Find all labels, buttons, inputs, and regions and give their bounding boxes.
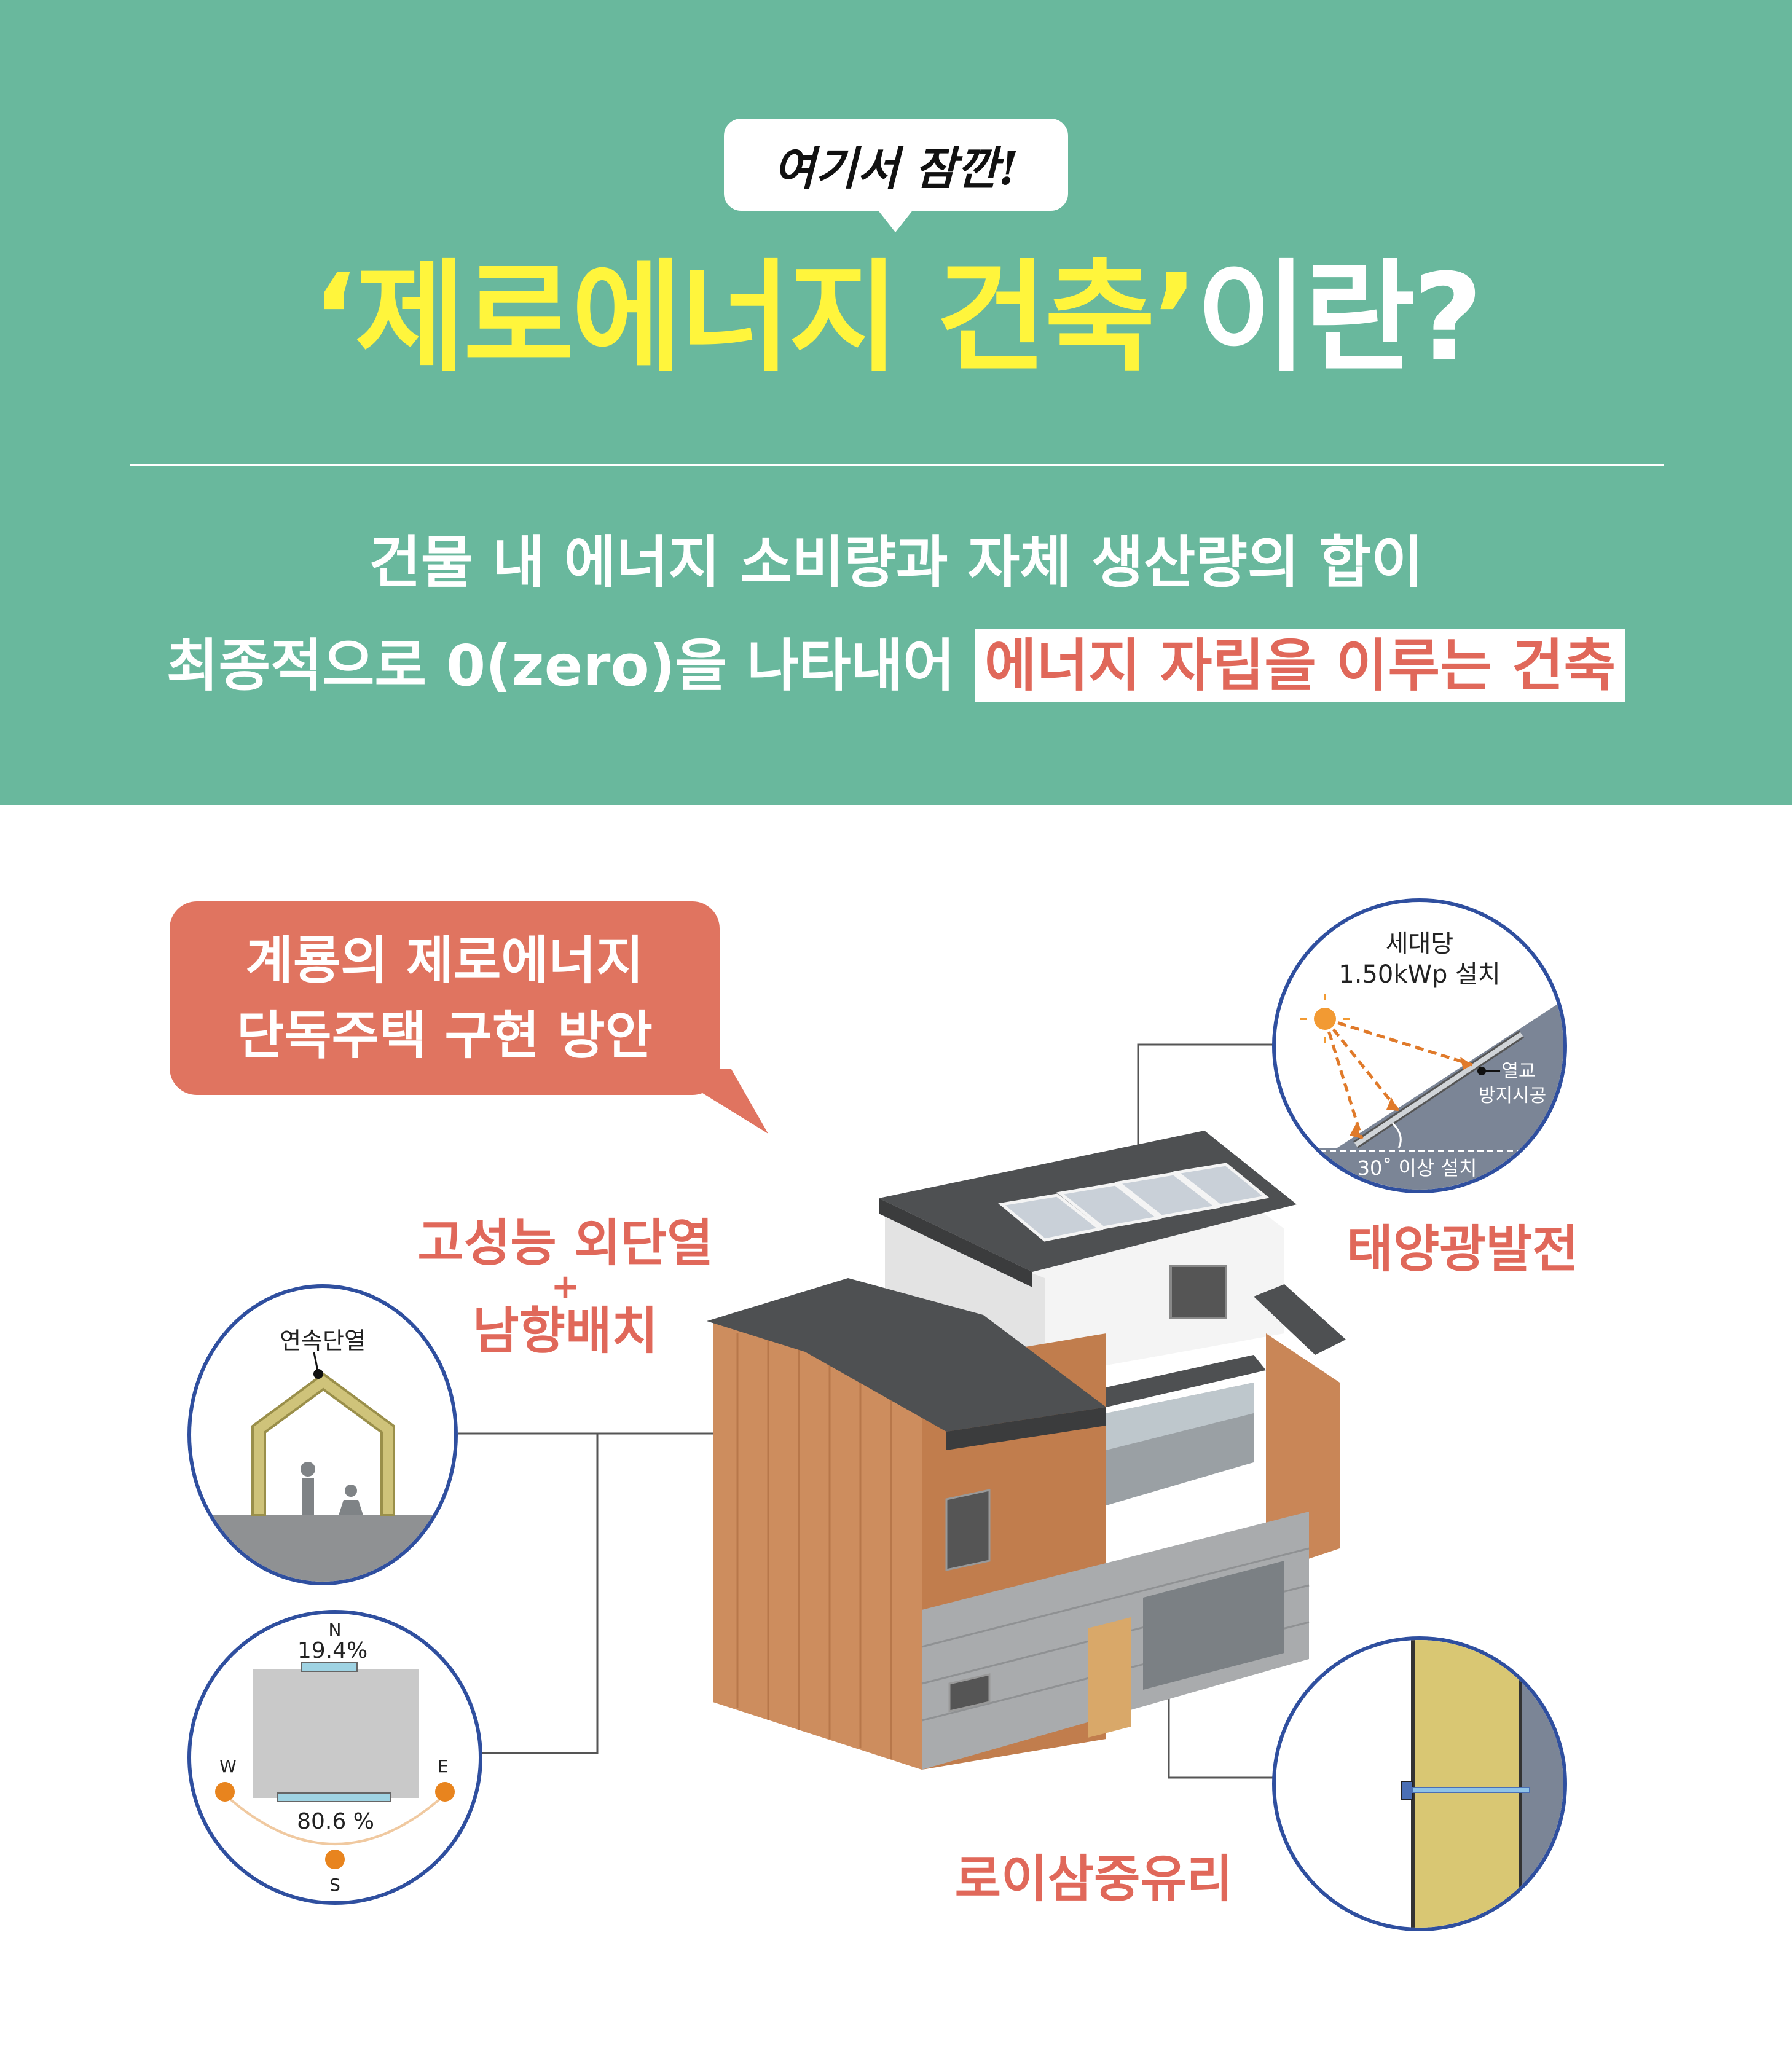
insulation-line-1: 고성능 외단열 <box>417 1214 713 1273</box>
solar-capacity-line-1: 세대당 <box>1385 930 1454 958</box>
feature-insulation-label: 고성능 외단열 + 남향배치 <box>387 1214 744 1362</box>
bubble-line-1: 계룡의 제로에너지 <box>245 930 644 991</box>
section-bubble: 계룡의 제로에너지 단독주택 구현 방안 <box>170 901 720 1095</box>
solar-capacity-line-2: 1.50kWp 설치 <box>1338 960 1501 989</box>
orientation-diagram <box>215 1662 455 1869</box>
solar-detail-circle: 세대당 1.50kWp 설치 열교 방지시공 30˚ 이상 설치 <box>1272 898 1567 1193</box>
continuous-insulation-label: 연속단열 <box>280 1327 366 1354</box>
title-highlight: ‘제로에너지 건축’ <box>312 248 1198 388</box>
feature-solar-label: 태양광발전 <box>1346 1220 1579 1279</box>
insulation-detail-circle: 연속단열 <box>187 1284 458 1585</box>
north-percentage: 19.4% <box>297 1638 368 1663</box>
compass-north: N <box>328 1620 342 1640</box>
insulated-house-diagram <box>191 1352 454 1582</box>
page-title: ‘제로에너지 건축’이란? <box>0 258 1792 379</box>
house-illustration <box>707 1131 1346 1770</box>
orientation-detail-circle: N 19.4% W E 80.6 % S <box>187 1610 482 1905</box>
south-percentage: 80.6 % <box>297 1809 374 1834</box>
description-line-2: 최종적으로 0(zero)을 나타내어 에너지 자립을 이루는 건축 <box>0 629 1792 702</box>
solar-panel-diagram <box>1276 994 1563 1190</box>
compass-west: W <box>219 1756 237 1776</box>
description-line-1: 건물 내 에너지 소비량과 자체 생산량의 합이 <box>369 530 1423 595</box>
feature-glass-label: 로이삼중유리 <box>954 1850 1233 1909</box>
tag-tail <box>877 209 914 232</box>
insulation-line-2: 남향배치 <box>473 1302 658 1361</box>
thermal-bridge-line-2: 방지시공 <box>1478 1085 1547 1107</box>
divider <box>130 464 1664 466</box>
compass-south: S <box>329 1875 340 1895</box>
header-banner: 여기서 잠깐! ‘제로에너지 건축’이란? 건물 내 에너지 소비량과 자체 생… <box>0 0 1792 805</box>
bubble-tail <box>664 1069 768 1134</box>
angle-label: 30˚ 이상 설치 <box>1357 1156 1477 1180</box>
plus-sign: + <box>551 1267 580 1308</box>
compass-east: E <box>438 1756 449 1776</box>
description-prefix: 최종적으로 0(zero)을 나타내어 <box>166 633 975 699</box>
triple-glass-diagram <box>1401 1640 1563 1928</box>
glass-detail-circle <box>1272 1636 1567 1931</box>
thermal-bridge-line-1: 열교 <box>1501 1061 1536 1082</box>
title-rest: 이란? <box>1196 248 1483 388</box>
bubble-line-2: 단독주택 구현 방안 <box>237 1005 653 1065</box>
tag-label: 여기서 잠깐! <box>724 119 1068 211</box>
description-highlight: 에너지 자립을 이루는 건축 <box>974 629 1626 702</box>
